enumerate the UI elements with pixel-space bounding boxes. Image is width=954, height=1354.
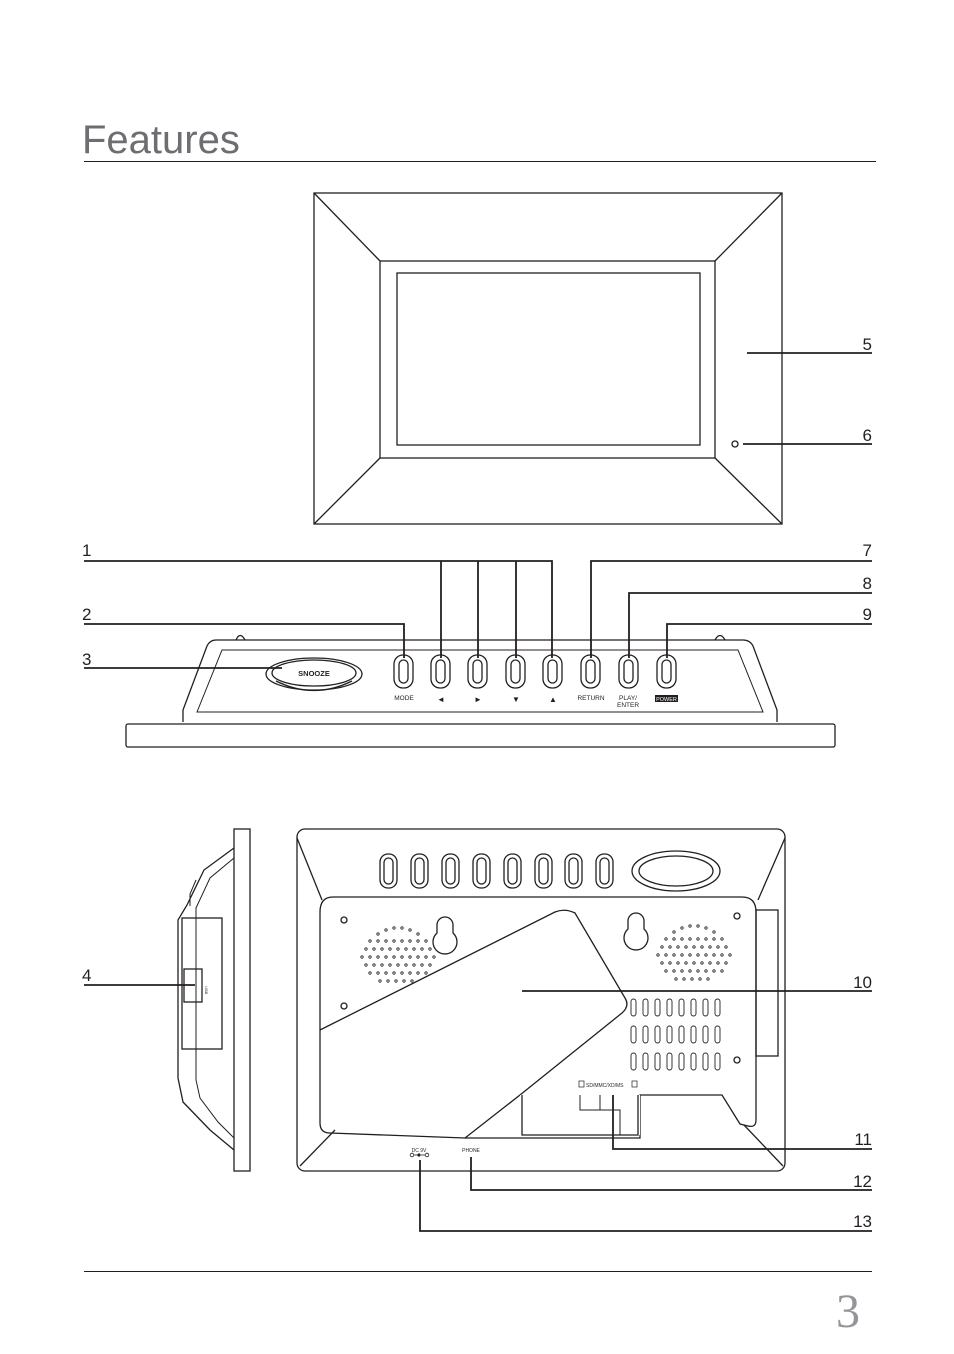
speaker-left <box>360 926 436 983</box>
back-snooze-button <box>631 850 721 892</box>
side-frame <box>233 828 251 1172</box>
callout-4: 4 <box>82 966 91 985</box>
callout-12: 12 <box>853 1172 872 1191</box>
right-arrow-label: ► <box>474 695 482 704</box>
power-label: POWER <box>656 697 677 703</box>
down-arrow-label: ▼ <box>512 695 520 704</box>
front-frame-inner <box>379 260 716 459</box>
callout-11: 11 <box>854 1130 872 1149</box>
enter-label: ENTER <box>617 702 639 709</box>
callout-6: 6 <box>863 426 872 445</box>
callout-13: 13 <box>853 1212 872 1231</box>
top-vents <box>379 853 614 889</box>
callout-1: 1 <box>82 541 91 560</box>
stand <box>319 909 628 1139</box>
page-title: Features <box>82 118 240 162</box>
keyhole-left <box>432 916 458 955</box>
speaker-right <box>656 924 732 981</box>
callout-5: 5 <box>863 335 872 354</box>
front-view <box>313 192 783 525</box>
footer-divider <box>84 1271 872 1272</box>
up-arrow-label: ▲ <box>549 695 557 704</box>
screen <box>396 272 701 446</box>
mode-label: MODE <box>394 695 414 702</box>
leader-lines <box>84 352 872 1232</box>
play-label: PLAY/ <box>619 695 637 702</box>
phone-label: PHONE <box>462 1148 480 1154</box>
left-arrow-label: ◄ <box>437 695 445 704</box>
callout-7: 7 <box>863 541 872 560</box>
return-label: RETURN <box>577 695 604 702</box>
top-view: SNOOZE MODE ◄ ► ▼ ▲ RETURN PLAY/ ENTER P… <box>125 634 836 748</box>
title-divider <box>84 161 876 162</box>
page-number: 3 <box>836 1285 860 1338</box>
dc-polarity-icon <box>409 1152 430 1158</box>
callout-2: 2 <box>82 605 91 624</box>
callout-9: 9 <box>863 605 872 624</box>
dc-9v-label: DC 9V <box>412 1148 427 1154</box>
card-slot-label: SD/MMC/XD/MS <box>586 1083 624 1089</box>
top-base-plate <box>125 723 836 748</box>
keyhole-right <box>623 912 649 951</box>
cooling-slots <box>630 998 721 1071</box>
usb-label: USB <box>204 986 209 995</box>
side-view: USB <box>177 828 251 1172</box>
front-frame-outer <box>313 192 783 525</box>
back-frame-outer <box>296 828 786 1172</box>
back-view: SD/MMC/XD/MS DC 9V PHONE <box>296 828 786 1172</box>
callout-3: 3 <box>82 650 91 669</box>
indicator-led <box>731 440 739 448</box>
snooze-label: SNOOZE <box>298 669 330 678</box>
top-buttons <box>393 654 677 689</box>
top-housing <box>182 639 778 722</box>
snooze-button <box>271 659 357 687</box>
callout-8: 8 <box>863 574 872 593</box>
callout-10: 10 <box>853 973 872 992</box>
back-panel <box>319 896 757 1139</box>
